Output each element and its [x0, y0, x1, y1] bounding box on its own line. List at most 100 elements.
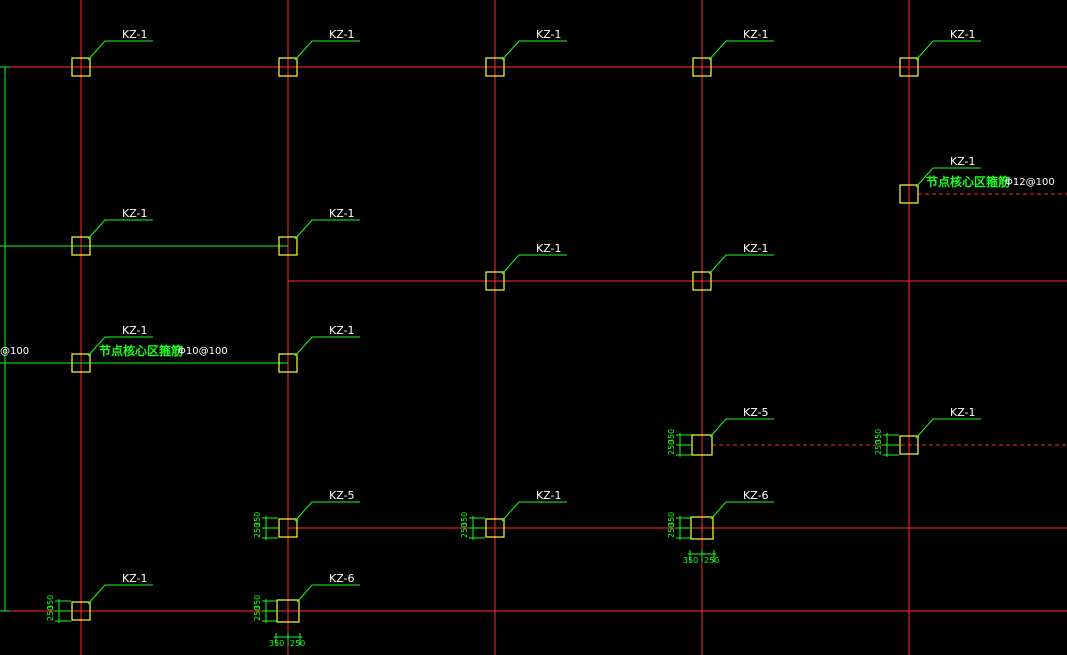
column-kz-1-1[interactable]: KZ-1 — [278, 28, 360, 77]
dim-text-a: 250 — [460, 523, 469, 538]
column-kz-1-6[interactable]: KZ-1 — [278, 207, 360, 256]
column-label: KZ-5 — [743, 406, 769, 419]
column-box — [278, 353, 298, 373]
edge-text: @100 — [0, 346, 29, 357]
column-label: KZ-6 — [743, 489, 769, 502]
leader-line — [294, 336, 360, 357]
column-label: KZ-6 — [329, 572, 355, 585]
column-box — [278, 57, 298, 77]
column-kz-1-9[interactable]: KZ-1 — [692, 242, 774, 291]
dim-text-b: 350 — [683, 556, 698, 565]
dim-text-b: 350 — [253, 512, 262, 527]
dim-text-b: 350 — [460, 512, 469, 527]
column-label: KZ-1 — [122, 28, 148, 41]
column-box — [71, 57, 91, 77]
dim-text-b: 350 — [269, 639, 284, 648]
column-kz-1-10[interactable]: KZ-1 — [71, 324, 153, 373]
column-label: KZ-1 — [950, 155, 976, 168]
column-box — [485, 518, 505, 538]
leader-line — [501, 40, 567, 61]
column-label: KZ-1 — [950, 406, 976, 419]
column-box — [692, 57, 712, 77]
column-box — [899, 435, 919, 455]
dim-text-a: 250 — [704, 556, 719, 565]
dim-text-a: 250 — [253, 523, 262, 538]
dim-text-a: 250 — [667, 523, 676, 538]
leader-line — [501, 501, 567, 522]
column-box — [278, 518, 298, 538]
leader-line — [87, 219, 153, 240]
dim-text-b: 350 — [874, 429, 883, 444]
column-kz-6-18[interactable]: KZ-6 — [276, 572, 360, 623]
column-box — [485, 57, 505, 77]
column-label: KZ-1 — [329, 324, 355, 337]
note-title: 节点核心区箍筋 — [99, 343, 183, 358]
column-kz-1-4[interactable]: KZ-1 — [899, 28, 981, 77]
leader-line — [915, 40, 981, 61]
column-kz-5-14[interactable]: KZ-5 — [278, 489, 360, 538]
dimension-group: 2503502503502503502503502503502503502503… — [46, 429, 899, 648]
column-label: KZ-1 — [122, 572, 148, 585]
column-box — [899, 184, 919, 204]
dim-text-a: 250 — [253, 606, 262, 621]
leader-line — [87, 584, 153, 605]
column-kz-1-0[interactable]: KZ-1 — [71, 28, 153, 77]
column-label: KZ-1 — [536, 489, 562, 502]
column-label: KZ-1 — [536, 28, 562, 41]
note-title: 节点核心区箍筋 — [926, 174, 1010, 189]
column-label: KZ-1 — [122, 324, 148, 337]
beam-lines — [0, 66, 288, 612]
column-kz-1-17[interactable]: KZ-1 — [71, 572, 153, 621]
column-kz-1-11[interactable]: KZ-1 — [278, 324, 360, 373]
column-label: KZ-1 — [950, 28, 976, 41]
note-value: Φ12@100 — [1005, 177, 1055, 188]
column-label: KZ-5 — [329, 489, 355, 502]
column-label: KZ-1 — [743, 28, 769, 41]
column-box — [71, 601, 91, 621]
leader-line — [915, 418, 981, 439]
leader-line — [501, 254, 567, 275]
dim-text-b: 350 — [253, 595, 262, 610]
column-kz-6-16[interactable]: KZ-6 — [690, 489, 774, 540]
leader-line — [708, 40, 774, 61]
column-label: KZ-1 — [743, 242, 769, 255]
column-kz-1-3[interactable]: KZ-1 — [692, 28, 774, 77]
note-value: Φ10@100 — [178, 346, 228, 357]
column-box — [692, 271, 712, 291]
leader-line — [708, 254, 774, 275]
column-kz-1-15[interactable]: KZ-1 — [485, 489, 567, 538]
leader-line — [296, 584, 360, 603]
column-box — [71, 353, 91, 373]
dim-text-a: 250 — [874, 440, 883, 455]
column-kz-1-2[interactable]: KZ-1 — [485, 28, 567, 77]
column-kz-1-8[interactable]: KZ-1 — [485, 242, 567, 291]
column-label: KZ-1 — [329, 207, 355, 220]
leader-line — [87, 40, 153, 61]
column-box — [278, 236, 298, 256]
column-label: KZ-1 — [536, 242, 562, 255]
column-kz-1-7[interactable]: KZ-1 — [899, 155, 981, 204]
column-kz-1-13[interactable]: KZ-1 — [899, 406, 981, 455]
column-label: KZ-1 — [122, 207, 148, 220]
column-kz-1-5[interactable]: KZ-1 — [71, 207, 153, 256]
dim-text-a: 250 — [290, 639, 305, 648]
dimension-mark-h-1: 350 250 — [269, 633, 305, 648]
column-box — [899, 57, 919, 77]
column-kz-5-12[interactable]: KZ-5 — [691, 406, 774, 456]
dim-text-b: 350 — [46, 595, 55, 610]
column-box — [71, 236, 91, 256]
leader-line — [709, 418, 774, 438]
dim-text-b: 350 — [667, 429, 676, 444]
